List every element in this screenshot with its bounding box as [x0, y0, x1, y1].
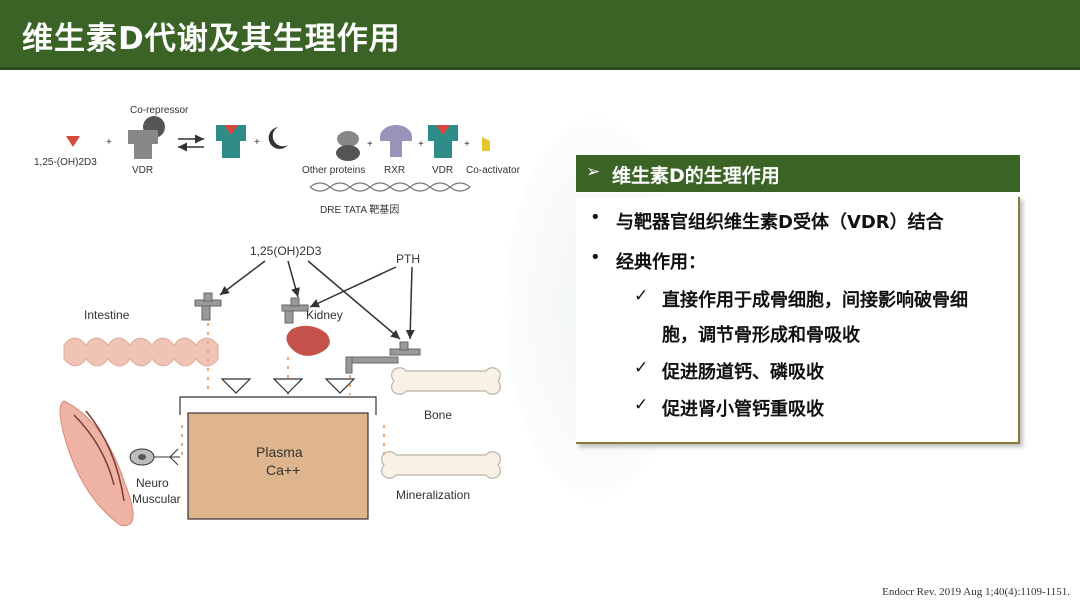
vdr-left-label: VDR	[132, 165, 153, 176]
arrow-bullet-icon: ➢	[586, 162, 601, 182]
sub-item-intestine: 促进肠道钙、磷吸收	[662, 362, 824, 383]
neuro-label: Neuro	[136, 476, 169, 490]
corepressor-free-icon	[268, 127, 288, 149]
intestine-label: Intestine	[84, 308, 130, 322]
citation: Endocr Rev. 2019 Aug 1;40(4):1109-1151.	[882, 586, 1070, 598]
vdr-right-label: VDR	[432, 165, 453, 176]
faucet-kidney-icon	[281, 297, 309, 324]
plus-4: +	[418, 139, 424, 150]
ca-label: Ca++	[266, 462, 300, 478]
dna-label: DRE TATA 靶基因	[320, 203, 399, 216]
other-proteins-label: Other proteins	[302, 165, 365, 176]
panel-heading-text: 维生素D的生理作用	[612, 165, 780, 187]
check-icon: ✓	[634, 395, 649, 415]
check-icon: ✓	[634, 286, 649, 306]
ligand-triangle-icon	[66, 136, 80, 147]
hormone-arrows	[219, 260, 415, 340]
coactivator-label: Co-activator	[466, 165, 520, 176]
plasma-tank	[187, 412, 369, 520]
plus-2: +	[254, 137, 260, 148]
coactivator-icon	[482, 137, 490, 151]
ligand-label: 1,25-(OH)2D3	[34, 157, 97, 168]
page-title: 维生素D代谢及其生理作用	[22, 21, 401, 57]
rxr-label: RXR	[384, 165, 405, 176]
plus-3: +	[367, 139, 373, 150]
dna-helix-icon	[309, 182, 471, 192]
sub-item-kidney: 促进肾小管钙重吸收	[662, 399, 824, 420]
mineralization-bone-icon	[381, 451, 501, 479]
plus-1: +	[106, 137, 112, 148]
tank-rim	[179, 396, 377, 415]
corepressor-label: Co-repressor	[130, 105, 189, 116]
faucet-bone-icon	[345, 341, 421, 374]
kidney-icon	[286, 325, 330, 356]
pth-label: PTH	[396, 252, 420, 266]
faucet-intestine-icon	[194, 292, 222, 321]
intestine-icon	[63, 337, 219, 367]
check-icon: ✓	[634, 358, 649, 378]
bullet-vdr-binding: 与靶器官组织维生素D受体（VDR）结合	[616, 212, 944, 233]
panel-heading: ➢ 维生素D的生理作用	[576, 155, 1020, 192]
mineralization-label: Mineralization	[396, 488, 470, 502]
sub-item-bone-line1: 直接作用于成骨细胞，间接影响破骨细	[662, 290, 968, 311]
bullet-dot-icon: •	[590, 207, 601, 228]
equilibrium-arrows-icon	[178, 134, 204, 152]
vdr-ligand-complex-icon	[216, 125, 246, 158]
muscle-icon	[59, 400, 180, 527]
vdr-repressor-icon	[128, 116, 165, 159]
vitamin-d-diagram: 1,25-(OH)2D3 + Co-repressor VDR + Other …	[20, 95, 521, 555]
hormone-label: 1,25(OH)2D3	[250, 244, 322, 258]
rxr-icon	[380, 125, 412, 157]
title-bar: 维生素D代谢及其生理作用	[0, 0, 1080, 70]
other-proteins-icon	[336, 131, 360, 161]
muscular-label: Muscular	[132, 492, 181, 506]
bullet-classic-effects: 经典作用：	[616, 252, 706, 273]
bone-label: Bone	[424, 408, 452, 422]
bullet-dot-icon: •	[590, 247, 601, 268]
kidney-label: Kidney	[306, 308, 343, 322]
sub-item-bone-line2: 胞，调节骨形成和骨吸收	[662, 325, 860, 346]
funnels-icon	[220, 378, 356, 394]
drip-lines	[181, 323, 385, 455]
plus-5: +	[464, 139, 470, 150]
diagram-svg: 1,25-(OH)2D3 + Co-repressor VDR + Other …	[34, 105, 521, 527]
plasma-label: Plasma	[256, 444, 303, 460]
vdr-complex-right-icon	[428, 125, 458, 158]
bone-icon	[391, 367, 501, 395]
panel-body: • 与靶器官组织维生素D受体（VDR）结合 • 经典作用： ✓ 直接作用于成骨细…	[576, 197, 1020, 444]
